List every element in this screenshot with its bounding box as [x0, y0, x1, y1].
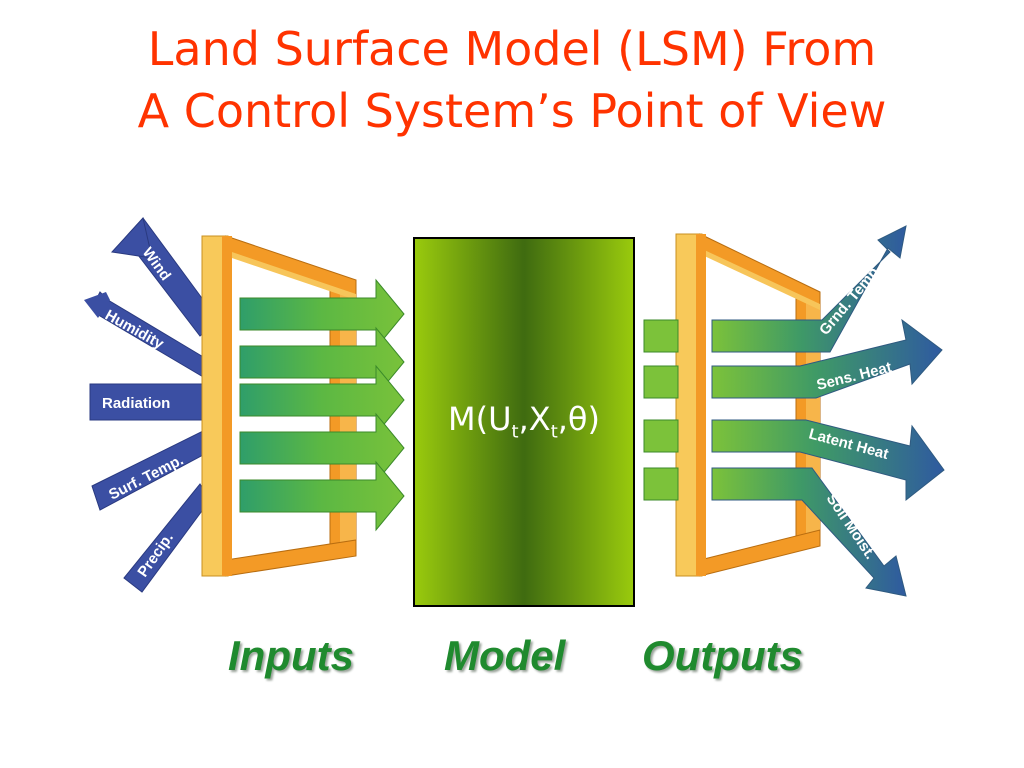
green-arrow-3 — [239, 364, 405, 436]
title-line-2: A Control System’s Point of View — [137, 84, 887, 138]
formula-sub-u: t — [511, 421, 519, 443]
slide-title: Land Surface Model (LSM) From A Control … — [0, 18, 1024, 142]
output-label-grnd-temp: Grnd. Temp. — [816, 261, 885, 339]
formula-sub-x: t — [550, 421, 558, 443]
input-arrow-radiation: Radiation — [89, 383, 206, 421]
section-label-outputs: Outputs — [642, 632, 803, 679]
title-line-1: Land Surface Model (LSM) From — [147, 22, 877, 76]
input-arrow-precip: Precip. — [123, 483, 211, 593]
formula-sep-x: ,X — [518, 400, 551, 438]
output-green-stubs — [643, 319, 679, 501]
input-green-arrows — [239, 278, 405, 532]
output-frame — [675, 233, 821, 577]
section-label-inputs: Inputs — [228, 632, 354, 679]
green-arrow-5 — [239, 460, 405, 532]
green-arrow-1 — [239, 278, 405, 350]
green-arrow-4 — [239, 412, 405, 484]
formula-prefix: M(U — [448, 400, 512, 438]
model-formula: M(Ut,Xt,θ) — [414, 400, 634, 442]
section-label-model: Model — [444, 632, 566, 679]
model-box — [413, 237, 635, 607]
input-label-radiation: Radiation — [102, 395, 170, 412]
formula-theta: ,θ) — [557, 400, 600, 438]
green-arrow-2 — [239, 326, 405, 398]
